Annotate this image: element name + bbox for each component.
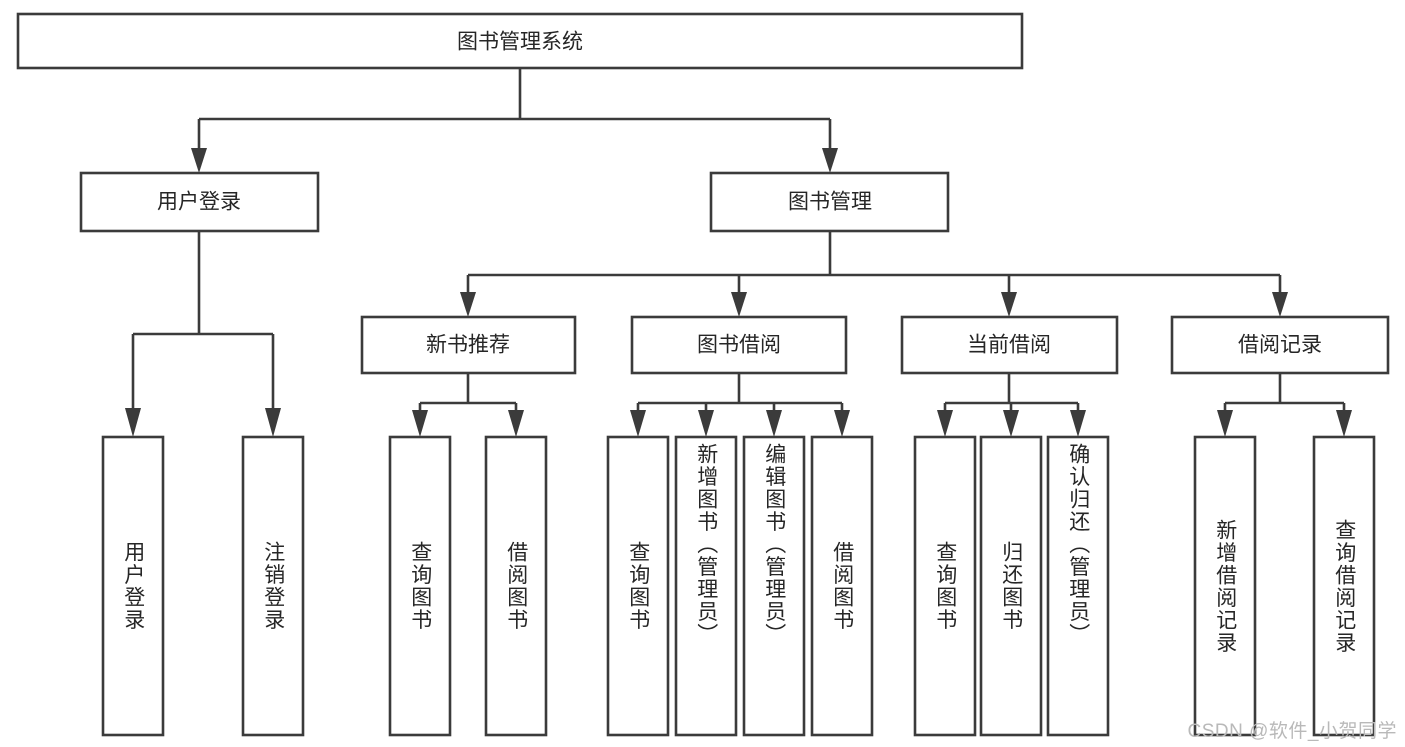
- node-current-borrow-label: 当前借阅: [967, 334, 1051, 357]
- node-new-book-recommend-box[interactable]: [360, 315, 577, 375]
- arrow-leaf-current-borrow-1: [937, 410, 953, 437]
- node-borrow-record[interactable]: 借阅记录: [1170, 315, 1390, 375]
- leaf-box-book-borrow-2[interactable]: [674, 435, 738, 737]
- node-new-book-recommend[interactable]: 新书推荐: [360, 315, 577, 375]
- leaf-box-current-borrow-1[interactable]: [913, 435, 977, 737]
- node-layer: 图书管理系统 用户登录 图书管理 新书推荐 图书借阅 当前: [16, 12, 1390, 737]
- node-root-box[interactable]: [16, 12, 1024, 70]
- arrow-to-book-borrow: [731, 292, 747, 317]
- node-new-book-recommend-label: 新书推荐: [426, 334, 510, 357]
- arrow-leaf-current-borrow-2: [1003, 410, 1019, 437]
- arrow-leaf-user-login-2: [265, 408, 281, 437]
- edge-layer: [125, 68, 1352, 437]
- node-book-management-box[interactable]: [709, 171, 950, 233]
- arrow-leaf-borrow-record-1: [1217, 410, 1233, 437]
- arrow-leaf-book-borrow-2: [698, 410, 714, 437]
- node-root-system[interactable]: 图书管理系统: [16, 12, 1024, 70]
- leaf-box-user-login-1[interactable]: [101, 435, 165, 737]
- arrow-leaf-user-login-1: [125, 408, 141, 437]
- node-user-login-label: 用户登录: [157, 191, 241, 214]
- leaf-box-new-book-1[interactable]: [388, 435, 452, 737]
- leaf-box-new-book-2[interactable]: [484, 435, 548, 737]
- leaf-box-borrow-record-1[interactable]: [1193, 435, 1257, 737]
- arrow-to-borrow-record: [1272, 292, 1288, 317]
- arrow-leaf-current-borrow-3: [1070, 410, 1086, 437]
- node-book-borrow-label: 图书借阅: [697, 334, 781, 357]
- leaf-box-book-borrow-4[interactable]: [810, 435, 874, 737]
- node-current-borrow[interactable]: 当前借阅: [900, 315, 1119, 375]
- node-borrow-record-label: 借阅记录: [1238, 334, 1322, 357]
- node-book-management[interactable]: 图书管理: [709, 171, 950, 233]
- leaf-box-current-borrow-2[interactable]: [979, 435, 1043, 737]
- arrow-to-book-mgmt: [822, 148, 838, 173]
- arrow-leaf-book-borrow-1: [630, 410, 646, 437]
- leaf-box-borrow-record-2[interactable]: [1312, 435, 1376, 737]
- arrow-to-new-book: [460, 292, 476, 317]
- node-book-borrow[interactable]: 图书借阅: [630, 315, 848, 375]
- arrow-to-current-borrow: [1001, 292, 1017, 317]
- leaf-box-book-borrow-3[interactable]: [742, 435, 806, 737]
- node-book-borrow-box[interactable]: [630, 315, 848, 375]
- arrow-leaf-book-borrow-3: [766, 410, 782, 437]
- arrow-leaf-book-borrow-4: [834, 410, 850, 437]
- node-user-login[interactable]: 用户登录: [79, 171, 320, 233]
- arrow-leaf-new-book-2: [508, 410, 524, 437]
- arrow-leaf-new-book-1: [412, 410, 428, 437]
- csdn-watermark: CSDN @软件_小贺同学: [1187, 721, 1397, 742]
- node-book-management-label: 图书管理: [788, 191, 872, 214]
- arrow-leaf-borrow-record-2: [1336, 410, 1352, 437]
- node-user-login-box[interactable]: [79, 171, 320, 233]
- node-borrow-record-box[interactable]: [1170, 315, 1390, 375]
- leaf-box-current-borrow-3[interactable]: [1046, 435, 1110, 737]
- node-root-label: 图书管理系统: [457, 31, 583, 54]
- leaf-box-book-borrow-1[interactable]: [606, 435, 670, 737]
- arrow-to-user-login: [191, 148, 207, 173]
- leaf-box-user-login-2[interactable]: [241, 435, 305, 737]
- node-current-borrow-box[interactable]: [900, 315, 1119, 375]
